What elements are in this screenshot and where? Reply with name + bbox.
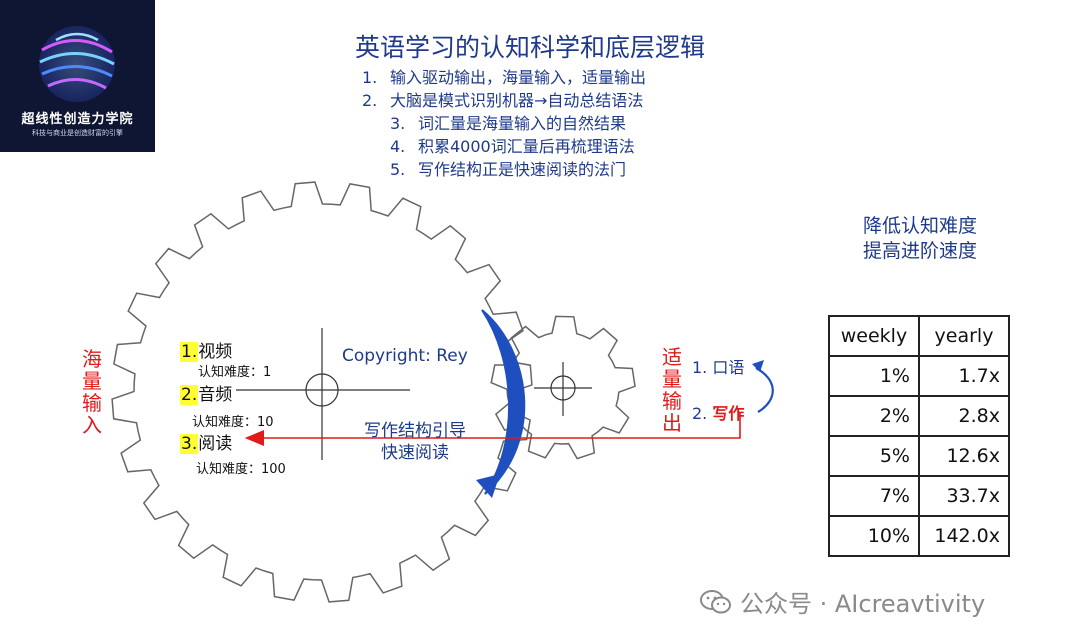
big-gear-icon [111,181,533,603]
table-row: 2%2.8x [828,395,1010,437]
rotation-arrow-icon [481,309,526,495]
column-header: weekly [828,315,920,357]
table-row: 5%12.6x [828,435,1010,477]
left-vertical-label: 海量输入 [82,347,102,437]
point-item: 4.积累4000词汇量后再梳理语法 [390,137,635,156]
watermark: 公众号 · AIcreavtivity [700,584,985,619]
wechat-icon [700,589,731,613]
table-cell: 2% [828,395,920,437]
output-speaking: 1. 口语 [692,358,745,377]
table-cell: 5% [828,435,920,477]
table-row: 1%1.7x [828,355,1010,397]
point-item: 5.写作结构正是快速阅读的法门 [390,160,627,179]
page-title: 英语学习的认知科学和底层逻辑 [354,33,705,62]
input-video-difficulty: 认知难度：1 [198,365,272,380]
input-reading-difficulty: 认知难度：100 [196,462,286,477]
table-cell: 33.7x [918,475,1010,517]
table-cell: 7% [828,475,920,517]
point-item: 1.输入驱动输出，海量输入，适量输出 [362,68,647,87]
logo-name: 超线性创造力学院 [21,112,134,127]
right-vertical-label: 适量输出 [662,345,682,435]
writing-guide-note: 写作结构引导 快速阅读 [364,421,466,463]
table-cell: 10% [828,515,920,557]
input-audio: 2.音频 [180,385,233,405]
table-cell: 2.8x [918,395,1010,437]
table-cell: 142.0x [918,515,1010,557]
table-header-row: weekly yearly [828,315,1010,357]
point-item: 2.大脑是模式识别机器→自动总结语法 [362,91,644,110]
side-note: 降低认知难度 提高进阶速度 [862,215,977,262]
academy-logo: 超线性创造力学院 科技与商业是创造财富的引擎 [0,0,155,152]
small-gear-center-icon [534,362,592,416]
table-cell: 1.7x [918,355,1010,397]
table-cell: 12.6x [918,435,1010,477]
table-row: 7%33.7x [828,475,1010,517]
column-header: yearly [918,315,1010,357]
growth-table: weekly yearly 1%1.7x 2%2.8x 5%12.6x 7%33… [828,315,1010,557]
input-audio-difficulty: 认知难度：10 [192,415,274,430]
globe-icon [39,26,115,102]
output-writing: 2. 写作 [692,404,745,423]
point-item: 3.词汇量是海量输入的自然结果 [390,114,627,133]
copyright-text: Copyright: Rey [342,346,468,366]
logo-tagline: 科技与商业是创造财富的引擎 [32,129,123,137]
output-cycle-arrow-icon [755,367,774,413]
input-video: 1.视频 [180,342,233,362]
input-reading: 3.阅读 [180,434,233,454]
table-cell: 1% [828,355,920,397]
writing-to-reading-arrow [244,412,741,446]
table-row: 10%142.0x [828,515,1010,557]
small-gear-icon [490,315,636,460]
